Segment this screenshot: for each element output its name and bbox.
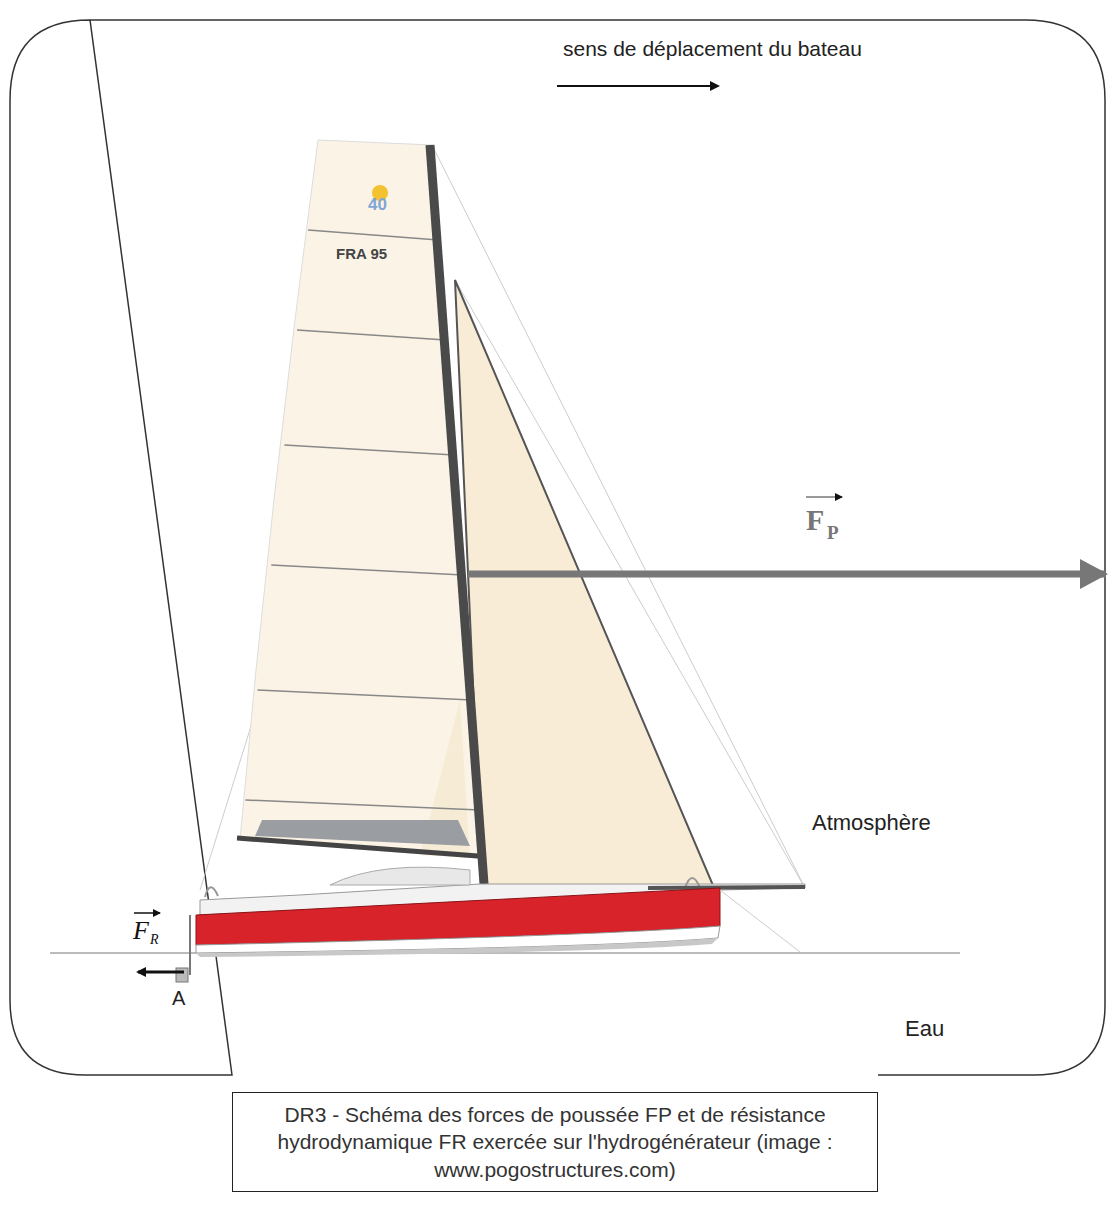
region-label: Eau xyxy=(905,1018,944,1040)
force-subscript: R xyxy=(150,933,159,947)
direction-label: sens de déplacement du bateau xyxy=(563,38,862,59)
caption-box: DR3 - Schéma des forces de poussée FP et… xyxy=(232,1092,878,1192)
class-logo: 40 xyxy=(368,196,387,213)
caption-text: DR3 - Schéma des forces de poussée FP et… xyxy=(247,1101,863,1183)
region-label: Atmosphère xyxy=(812,812,931,834)
point-label: A xyxy=(172,988,185,1008)
force-symbol: F xyxy=(133,918,149,944)
sail-number: FRA 95 xyxy=(336,246,387,261)
force-symbol: F xyxy=(806,505,824,535)
force-subscript: P xyxy=(827,523,839,542)
